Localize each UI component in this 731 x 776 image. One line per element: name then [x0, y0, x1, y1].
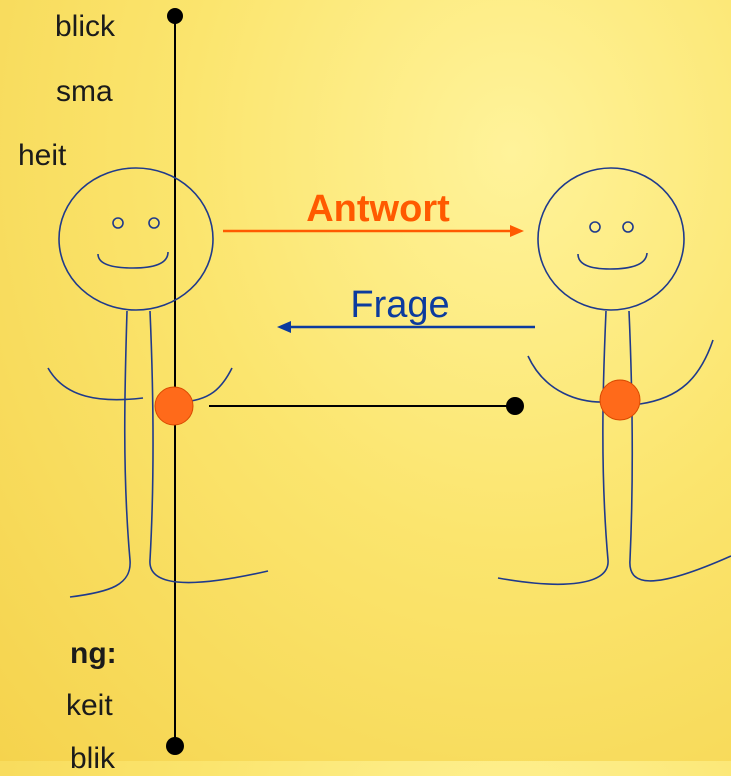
right-figure-head [537, 167, 685, 311]
question-label: Frage [350, 284, 449, 326]
right-figure-arm-right [639, 339, 714, 405]
text-fragment-blick: blick [55, 10, 116, 43]
left-figure-arm-left [47, 367, 144, 401]
left-heart [154, 386, 194, 426]
divider-top-dot [167, 8, 183, 24]
connection-end-dot [506, 397, 524, 415]
answer-arrow-head [510, 225, 524, 237]
text-fragment-heit: heit [18, 139, 67, 172]
left-figure-body-right [149, 310, 269, 584]
answer-label: Antwort [306, 188, 450, 230]
left-figure-head [58, 167, 214, 311]
left-stick-figure [47, 167, 269, 598]
divider-bottom-dot [166, 737, 184, 755]
right-heart [599, 379, 641, 421]
right-figure-eye [622, 221, 634, 233]
right-figure-arm-left [527, 355, 607, 403]
right-figure-body-right [628, 310, 731, 582]
left-figure-mouth [97, 251, 169, 269]
question-arrow-head [277, 321, 291, 333]
left-figure-eye [112, 217, 124, 229]
text-fragment-ng-heading: ng: [70, 637, 117, 670]
right-stick-figure [497, 167, 731, 586]
left-figure-eye [148, 217, 160, 229]
text-fragment-keit: keit [66, 689, 113, 722]
text-fragment-sma: sma [56, 75, 113, 108]
right-figure-body-left [497, 310, 609, 586]
right-figure-mouth [577, 252, 648, 270]
right-figure-eye [589, 221, 601, 233]
left-figure-body-left [69, 310, 131, 598]
